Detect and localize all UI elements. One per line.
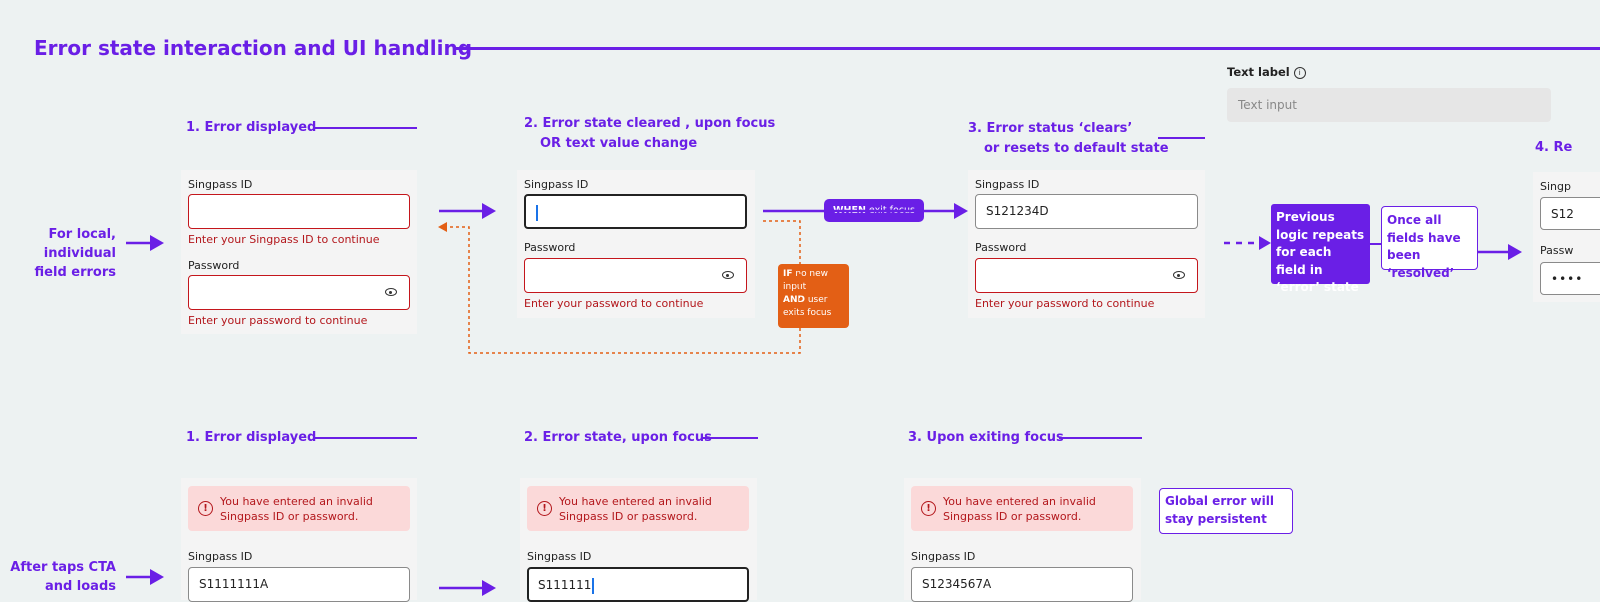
password-input[interactable]: [188, 275, 410, 310]
bottom-step2-heading: 2. Error state, upon focus: [524, 430, 712, 445]
and-keyword: AND: [783, 295, 805, 305]
top-step3-heading: 3. Error status ‘clears’ or resets to de…: [968, 119, 1169, 159]
if-no-input-label: IF no new input AND user exits focus: [778, 264, 849, 328]
text-caret: [592, 577, 595, 594]
top-step1-heading: 1. Error displayed: [186, 120, 317, 135]
password-error: Enter your password to continue: [524, 297, 704, 310]
if-line2: input: [783, 282, 807, 292]
if-line3: user: [804, 295, 828, 305]
singpass-id-label: Singpass ID: [975, 178, 1040, 191]
arrow-bottom-step1-to-step2: [439, 580, 496, 596]
global-error-banner: ! You have entered an invalid Singpass I…: [527, 486, 749, 531]
singpass-id-label: Singpass ID: [527, 550, 592, 563]
singpass-id-input-focused[interactable]: [524, 194, 747, 229]
password-label: Password: [975, 241, 1027, 254]
top-step4-heading: 4. Re: [1535, 140, 1573, 155]
arrow-step2-to-step3: [763, 203, 968, 219]
singpass-id-label: Singpass ID: [188, 550, 253, 563]
top-step3-heading-line2: or resets to default state: [984, 141, 1169, 156]
password-error: Enter your password to continue: [975, 297, 1155, 310]
info-icon: i: [1293, 66, 1306, 79]
side-note-local: For local, individual field errors: [34, 227, 116, 280]
bottom-step1-panel: ! You have entered an invalid Singpass I…: [181, 478, 417, 602]
top-step1-panel: Singpass ID Enter your Singpass ID to co…: [181, 170, 417, 334]
password-input[interactable]: ••••: [1540, 262, 1600, 295]
password-label: Password: [188, 259, 240, 272]
global-error-banner: ! You have entered an invalid Singpass I…: [911, 486, 1133, 531]
singpass-id-input[interactable]: S12: [1540, 197, 1600, 230]
top-step4-panel: Singp S12 Passw ••••: [1533, 172, 1600, 302]
password-label: Passw: [1540, 244, 1574, 257]
top-step2-heading-line2: OR text value change: [540, 136, 698, 151]
sample-text-input[interactable]: Text input: [1227, 88, 1551, 122]
previous-logic-box: Previous logic repeats for each field in…: [1271, 204, 1370, 294]
text-caret: [536, 204, 538, 221]
error-icon: !: [921, 501, 936, 516]
sample-text-label-text: Text label: [1227, 65, 1290, 79]
singpass-id-input[interactable]: S121234D: [975, 194, 1198, 229]
global-error-note: Global error will stay persistent: [1159, 488, 1293, 534]
arrow-resolved-to-step4: [1478, 244, 1522, 260]
once-resolved-box: Once all fields have been ‘resolved’: [1381, 206, 1478, 280]
singpass-id-label: Singpass ID: [188, 178, 253, 191]
password-error: Enter your password to continue: [188, 314, 368, 327]
bottom-step3-rule: [1059, 437, 1142, 439]
singpass-id-input[interactable]: S1111111A: [188, 567, 410, 602]
top-step2-heading: 2. Error state cleared , upon focus OR t…: [524, 114, 775, 154]
top-step2-panel: Singpass ID Password Enter your password…: [517, 170, 755, 318]
eye-icon[interactable]: [385, 288, 397, 296]
top-step3-heading-line1: 3. Error status ‘clears’: [968, 121, 1133, 136]
eye-icon[interactable]: [722, 271, 734, 279]
error-icon: !: [198, 501, 213, 516]
singpass-id-input[interactable]: S1234567A: [911, 567, 1133, 602]
dashed-arrow-to-previous-logic: [1224, 236, 1271, 250]
if-line1: no new: [792, 269, 829, 279]
side-note-global: After taps CTA and loads: [10, 560, 116, 594]
sample-text-input-placeholder: Text input: [1238, 98, 1297, 112]
singpass-id-label: Singp: [1540, 180, 1571, 193]
bottom-step3-heading: 3. Upon exiting focus: [908, 430, 1064, 445]
error-icon: !: [537, 501, 552, 516]
global-error-text: You have entered an invalid Singpass ID …: [943, 495, 1096, 523]
global-error-banner: ! You have entered an invalid Singpass I…: [188, 486, 410, 531]
password-label: Password: [524, 241, 576, 254]
singpass-id-input[interactable]: [188, 194, 410, 229]
top-step3-panel: Singpass ID S121234D Password Enter your…: [968, 170, 1205, 318]
sample-text-label: Text label i: [1227, 65, 1306, 79]
top-step1-rule: [313, 127, 417, 129]
page-title: Error state interaction and UI handling: [34, 36, 473, 60]
singpass-id-value: S111111: [538, 578, 592, 592]
arrow-global-notes: [126, 569, 164, 585]
bottom-step1-rule: [313, 437, 417, 439]
singpass-id-label: Singpass ID: [911, 550, 976, 563]
bottom-step3-panel: ! You have entered an invalid Singpass I…: [904, 478, 1141, 602]
bottom-step1-heading: 1. Error displayed: [186, 430, 317, 445]
password-input[interactable]: [524, 258, 747, 293]
orange-loop-back-arrow: [438, 220, 801, 354]
top-step3-rule: [1158, 137, 1205, 139]
arrow-step1-to-step2: [439, 203, 496, 219]
title-divider: [456, 47, 1600, 50]
singpass-id-label: Singpass ID: [524, 178, 589, 191]
global-error-text: You have entered an invalid Singpass ID …: [220, 495, 373, 523]
arrow-local-notes: [126, 235, 164, 251]
eye-icon[interactable]: [1173, 271, 1185, 279]
if-line4: exits focus: [783, 308, 832, 318]
top-step2-heading-line1: 2. Error state cleared , upon focus: [524, 116, 776, 131]
singpass-id-error: Enter your Singpass ID to continue: [188, 233, 380, 246]
password-input[interactable]: [975, 258, 1198, 293]
bottom-step2-rule: [703, 437, 758, 439]
if-keyword: IF: [783, 269, 793, 279]
global-error-text: You have entered an invalid Singpass ID …: [559, 495, 712, 523]
